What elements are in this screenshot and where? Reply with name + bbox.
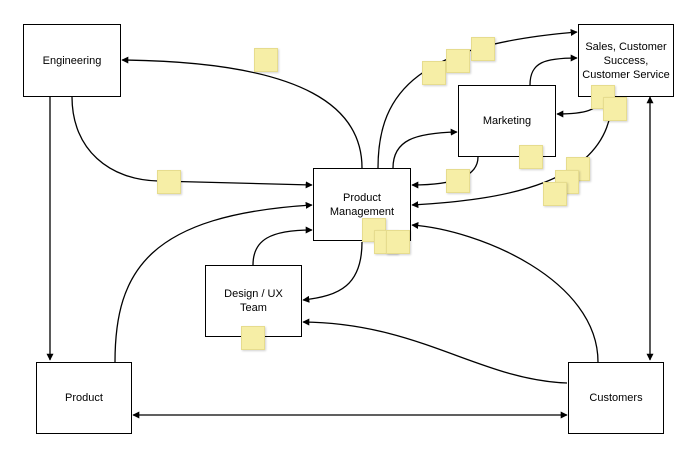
- edge-customers-to-design: [302, 318, 568, 384]
- sticky-note: [422, 61, 446, 85]
- sticky-note: [254, 48, 278, 72]
- sticky-note: [519, 145, 543, 169]
- sticky-note: [446, 169, 470, 193]
- edge-product-to-pm: [114, 201, 313, 363]
- node-design-ux-team: Design / UX Team: [205, 265, 302, 337]
- edge-customers-to-pm: [411, 221, 599, 363]
- edge-pm-to-design: [302, 241, 363, 303]
- edge-pm-to-engineering: [121, 56, 363, 169]
- sticky-note: [386, 230, 410, 254]
- sticky-note: [446, 49, 470, 73]
- node-product-management: Product Management: [313, 168, 411, 241]
- node-product: Product: [36, 362, 132, 434]
- edge-marketing-to-sales: [529, 54, 578, 86]
- sticky-note: [471, 37, 495, 61]
- node-customers: Customers: [568, 362, 664, 434]
- sticky-note: [241, 326, 265, 350]
- node-engineering: Engineering: [23, 24, 121, 97]
- edge-design-to-pm: [252, 226, 313, 266]
- edge-pm-to-marketing: [392, 128, 458, 169]
- sticky-note: [543, 182, 567, 206]
- sticky-note: [157, 170, 181, 194]
- edge-pm-to-sales: [377, 29, 578, 169]
- edge-engineering-to-pm: [71, 96, 313, 189]
- sticky-note: [603, 97, 627, 121]
- node-sales-customer-success-service: Sales, Customer Success, Customer Servic…: [578, 24, 674, 97]
